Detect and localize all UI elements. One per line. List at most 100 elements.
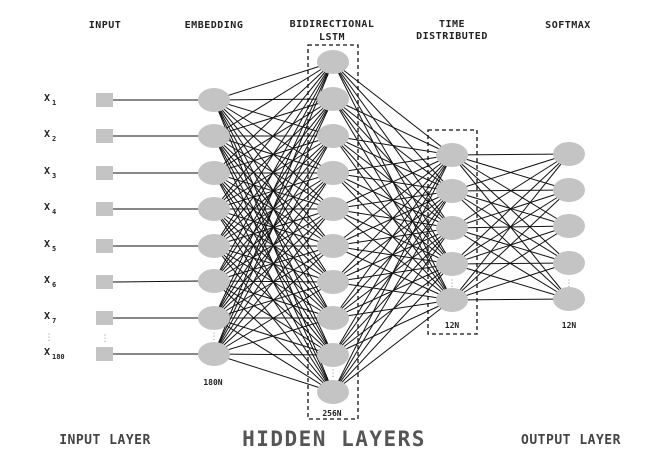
input-edge: [112, 280, 201, 283]
time-softmax-edge: [451, 153, 570, 265]
softmax-node: [553, 214, 585, 238]
ellipsis-icon: ⋮: [45, 333, 54, 343]
time-softmax-edge: [451, 298, 570, 301]
time-distributed-node: [436, 143, 468, 167]
input-label-base: X: [44, 311, 50, 322]
embedding-lstm-edge: [213, 61, 334, 210]
time-softmax-edge: [451, 153, 570, 156]
embedding-lstm-edge: [213, 208, 334, 355]
header-lstm: LSTM: [319, 32, 345, 43]
input-node: [96, 166, 113, 180]
lstm-time-edge: [332, 61, 453, 156]
header-time: TIME: [439, 19, 465, 30]
embedding-node: [198, 342, 230, 366]
input-label-base: X: [44, 347, 50, 358]
embedding-lstm-edge: [213, 61, 334, 355]
lstm-time-edge: [332, 154, 453, 356]
ellipsis-icon: ⋮: [101, 334, 110, 344]
embedding-lstm-edge: [213, 245, 334, 355]
input-label-subscript: 1: [52, 99, 56, 107]
footer-hidden-layers: HIDDEN LAYERS: [242, 427, 426, 451]
time-distributed-dashed-box: [427, 129, 478, 335]
layer-nodes: [96, 50, 585, 404]
ellipsis-icon: ⋮: [329, 369, 338, 379]
embedding-lstm-edge: [213, 98, 334, 355]
embedding-lstm-edge: [213, 172, 334, 355]
input-label-subscript: 180: [52, 353, 65, 361]
embedding-lstm-edge: [213, 61, 334, 282]
embedding-lstm-edge: [213, 61, 334, 137]
input-node: [96, 275, 113, 289]
softmax-count: 12N: [562, 321, 577, 330]
lstm-node: [317, 161, 349, 185]
lstm-node: [317, 50, 349, 74]
input-label-base: X: [44, 93, 50, 104]
input-label-subscript: 7: [52, 317, 56, 325]
embedding-node: [198, 197, 230, 221]
input-node: [96, 93, 113, 107]
input-node: [96, 202, 113, 216]
time-softmax-edge: [451, 189, 570, 301]
footer-input-layer: INPUT LAYER: [59, 433, 151, 448]
lstm-time-edge: [332, 154, 453, 174]
header-input: INPUT: [89, 20, 122, 31]
header-softmax: SOFTMAX: [545, 20, 591, 31]
time-distributed-node: [436, 288, 468, 312]
time-softmax-edge: [451, 153, 570, 192]
lstm-count: 256N: [322, 409, 341, 418]
header-distributed: DISTRIBUTED: [416, 31, 488, 42]
embedding-node: [198, 124, 230, 148]
softmax-node: [553, 142, 585, 166]
lstm-dashed-box: [307, 44, 359, 420]
lstm-time-edge: [332, 154, 453, 393]
input-label-subscript: 4: [52, 208, 56, 216]
time-softmax-edge: [451, 262, 570, 301]
lstm-time-edge: [332, 227, 453, 393]
lstm-node: [317, 270, 349, 294]
embedding-node: [198, 269, 230, 293]
embedding-lstm-edge: [213, 353, 334, 356]
input-node: [96, 311, 113, 325]
embedding-node: [198, 234, 230, 258]
input-label-base: X: [44, 202, 50, 213]
lstm-time-edge: [332, 190, 453, 393]
lstm-time-edge: [332, 135, 453, 156]
footer-output-layer: OUTPUT LAYER: [521, 433, 621, 448]
input-label-subscript: 6: [52, 281, 56, 289]
embedding-lstm-edge: [213, 61, 334, 101]
input-label-subscript: 5: [52, 245, 56, 253]
time-softmax-edge: [451, 153, 570, 301]
time-distributed-count: 12N: [445, 321, 460, 330]
embedding-node: [198, 306, 230, 330]
softmax-node: [553, 251, 585, 275]
time-softmax-edge: [451, 153, 570, 229]
time-distributed-node: [436, 216, 468, 240]
header-embedding: EMBEDDING: [185, 20, 244, 31]
input-node: [96, 347, 113, 361]
input-label-base: X: [44, 239, 50, 250]
embedding-lstm-edge: [213, 61, 334, 174]
embedding-node: [198, 88, 230, 112]
lstm-time-edge: [332, 98, 453, 156]
input-label-base: X: [44, 275, 50, 286]
time-distributed-node: [436, 252, 468, 276]
input-label-subscript: 2: [52, 135, 56, 143]
lstm-node: [317, 380, 349, 404]
ellipsis-markers: ⋮⋮⋮⋮⋮⋮: [45, 279, 574, 379]
lstm-node: [317, 306, 349, 330]
lstm-time-edge: [332, 154, 453, 210]
lstm-node: [317, 124, 349, 148]
softmax-node: [553, 178, 585, 202]
embedding-lstm-edge: [213, 317, 334, 355]
lstm-time-edge: [332, 154, 453, 283]
input-node: [96, 239, 113, 253]
embedding-lstm-edge: [213, 353, 334, 393]
time-distributed-node: [436, 179, 468, 203]
